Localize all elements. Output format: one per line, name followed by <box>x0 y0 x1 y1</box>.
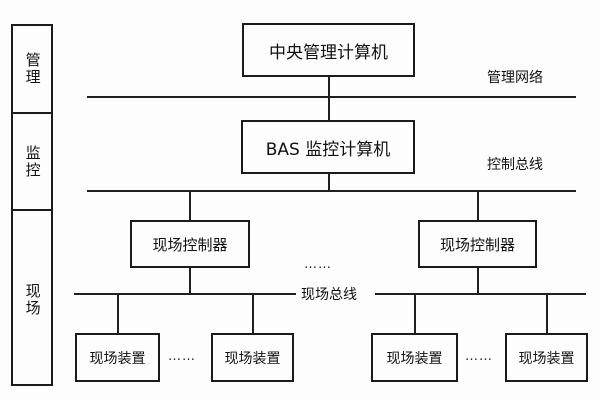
connector-management-bus-to-bas <box>328 96 330 120</box>
connector-control-bus-to-controller-right <box>477 190 479 220</box>
node-bas-monitoring-computer[interactable]: BAS 监控计算机 <box>241 120 415 174</box>
bus-management-network <box>87 96 576 98</box>
connector-field-bus-to-device-r1 <box>414 293 416 333</box>
bus-label-control: 控制总线 <box>484 154 546 174</box>
node-field-device-l1-label: 现场装置 <box>89 350 146 367</box>
layer-rail: 管理 监控 现场 <box>11 24 53 386</box>
node-field-device-r2[interactable]: 现场装置 <box>505 333 588 382</box>
node-field-device-l2[interactable]: 现场装置 <box>211 333 294 382</box>
rail-cell-field: 现场 <box>13 209 51 388</box>
node-field-device-r1[interactable]: 现场装置 <box>371 333 458 382</box>
connector-field-bus-to-device-l1 <box>117 293 119 333</box>
connector-central-to-management-bus <box>328 77 330 96</box>
node-field-controller-right[interactable]: 现场控制器 <box>418 220 537 268</box>
rail-cell-management: 管理 <box>13 26 51 112</box>
rail-label-monitoring: 监控 <box>23 144 42 179</box>
ellipsis-between-controllers: …… <box>304 257 332 272</box>
connector-bas-to-control-bus <box>328 174 330 190</box>
node-central-management-computer-label: 中央管理计算机 <box>269 42 388 63</box>
ellipsis-left-devices: …… <box>168 349 196 364</box>
node-field-device-r2-label: 现场装置 <box>518 350 575 367</box>
bus-label-management-network: 管理网络 <box>484 67 546 87</box>
node-field-device-l2-label: 现场装置 <box>224 350 281 367</box>
node-field-device-l1[interactable]: 现场装置 <box>75 333 160 382</box>
connector-control-bus-to-controller-left <box>189 190 191 220</box>
node-field-controller-left-label: 现场控制器 <box>152 235 228 254</box>
rail-label-management: 管理 <box>23 52 42 86</box>
connector-controller-right-to-field-bus <box>477 268 479 294</box>
bus-field-right-segment <box>375 293 586 295</box>
node-field-controller-left[interactable]: 现场控制器 <box>130 220 250 268</box>
rail-label-field: 现场 <box>23 282 42 317</box>
node-field-controller-right-label: 现场控制器 <box>439 235 515 254</box>
bus-field-left-segment <box>74 293 296 295</box>
rail-cell-monitoring: 监控 <box>13 112 51 209</box>
bus-control <box>87 190 576 192</box>
node-field-device-r1-label: 现场装置 <box>386 350 443 367</box>
node-central-management-computer[interactable]: 中央管理计算机 <box>242 23 415 77</box>
ellipsis-right-devices: …… <box>465 349 493 364</box>
bus-label-field: 现场总线 <box>298 284 360 304</box>
node-bas-monitoring-computer-label: BAS 监控计算机 <box>265 139 391 160</box>
connector-controller-left-to-field-bus <box>189 268 191 294</box>
connector-field-bus-to-device-l2 <box>252 293 254 333</box>
connector-field-bus-to-device-r2 <box>546 293 548 333</box>
